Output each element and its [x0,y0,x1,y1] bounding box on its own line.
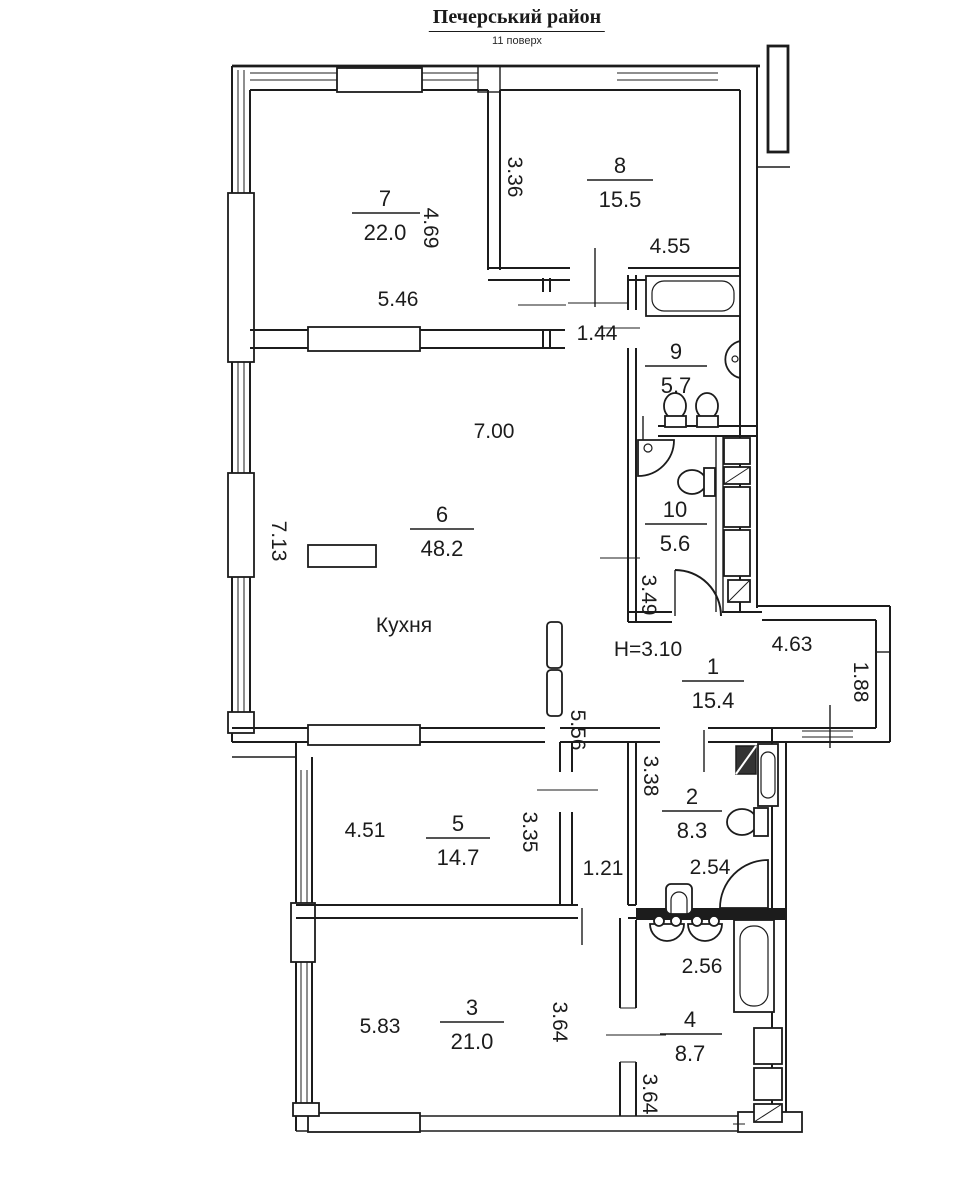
svg-text:8.3: 8.3 [677,818,708,843]
dim-room2-width: 2.54 [690,856,731,879]
sink-icon [687,923,723,942]
room-label-5: 5 14.7 [426,811,490,870]
svg-text:9: 9 [670,339,682,364]
dimension-labels: 4.69 5.46 3.36 4.55 1.44 7.00 7.13 3.49 … [267,157,872,1115]
shaft-icon [723,437,751,465]
svg-text:3: 3 [466,995,478,1020]
ceiling-height-note: H=3.10 [614,638,682,661]
toilet-icon [726,808,758,836]
door-arc [719,859,769,909]
svg-text:10: 10 [663,497,687,522]
district-title: Печерський район [428,6,606,32]
window-sill-bottom [307,1112,421,1133]
svg-text:22.0: 22.0 [364,220,407,245]
room-label-6: 6 48.2 [410,502,474,561]
fixtures [307,275,783,1123]
shaft-icon [723,486,751,528]
kitchen-door-leaf [546,621,563,669]
exterior-pilaster [766,44,790,154]
kitchen-counter [307,544,377,568]
dim-room6-width: 7.00 [474,420,515,443]
wall-pier [290,902,316,963]
room-label-2: 2 8.3 [662,784,722,843]
dim-room4-width: 2.56 [682,955,723,978]
svg-text:6: 6 [436,502,448,527]
dim-room6-depth: 7.13 [267,521,290,562]
svg-text:5: 5 [452,811,464,836]
svg-text:2: 2 [686,784,698,809]
room-label-9: 9 5.7 [645,339,707,398]
dim-room7-width: 5.46 [378,288,419,311]
outer-walls [227,44,891,1133]
floor-subtitle: 11 поверх [492,35,542,47]
dim-room3-depth: 3.64 [548,1002,571,1043]
corner-sink-icon [637,439,675,477]
svg-text:7: 7 [379,186,391,211]
room-label-7: 7 22.0 [352,186,420,245]
svg-text:48.2: 48.2 [421,536,464,561]
svg-text:8.7: 8.7 [675,1041,706,1066]
window-sill-top [336,67,423,93]
dim-corridor-width: 1.21 [583,857,624,880]
shaft-icon [753,1027,783,1065]
dim-room3-width: 5.83 [360,1015,401,1038]
room-label-8: 8 15.5 [587,153,653,212]
room-label-4: 4 8.7 [660,1007,722,1066]
dim-room4-depth: 3.64 [638,1074,661,1115]
room-label-1: 1 15.4 [682,654,744,713]
wall-pier [227,192,255,363]
svg-text:15.4: 15.4 [692,688,735,713]
room-label-3: 3 21.0 [440,995,504,1054]
sink-icon [724,339,741,380]
washing-machine-icon [757,743,779,807]
kitchen-label: Кухня [376,614,432,637]
sink-icon [649,923,685,942]
dim-room5-width: 4.51 [345,819,386,842]
svg-text:21.0: 21.0 [451,1029,494,1054]
dim-hall-top: 1.44 [577,322,618,345]
room-label-10: 10 5.6 [645,497,707,556]
window-sill-interior [307,724,421,746]
dim-room8-depth: 3.36 [503,157,526,198]
svg-text:15.5: 15.5 [599,187,642,212]
plan-header: Печерський район 11 поверх [428,6,606,47]
svg-text:4: 4 [684,1007,696,1032]
kitchen-door-leaf [546,669,563,717]
svg-text:14.7: 14.7 [437,845,480,870]
dim-room5-depth: 3.35 [518,812,541,853]
dim-room2-depth: 3.38 [639,756,662,797]
window-sill-interior [307,326,421,352]
dim-hall1-depth: 1.88 [849,662,872,703]
dim-room8-width: 4.55 [650,235,691,258]
dim-hall-mid-depth: 5.56 [566,710,589,751]
bidet-icon [665,883,693,915]
dim-bath10-depth: 3.49 [637,575,660,616]
shaft-icon [723,529,751,577]
svg-text:1: 1 [707,654,719,679]
svg-text:8: 8 [614,153,626,178]
shaft-icon [753,1067,783,1101]
dim-hall1-width: 4.63 [772,633,813,656]
door-arc [674,569,722,617]
dim-room7-depth: 4.69 [419,208,442,249]
svg-text:5.6: 5.6 [660,531,691,556]
toilet-icon [677,469,707,495]
bathtub-icon [645,275,741,317]
room-labels: 7 22.0 8 15.5 9 5.7 6 48.2 10 [352,153,744,1066]
wall-pier [227,472,255,578]
svg-text:5.7: 5.7 [661,373,692,398]
